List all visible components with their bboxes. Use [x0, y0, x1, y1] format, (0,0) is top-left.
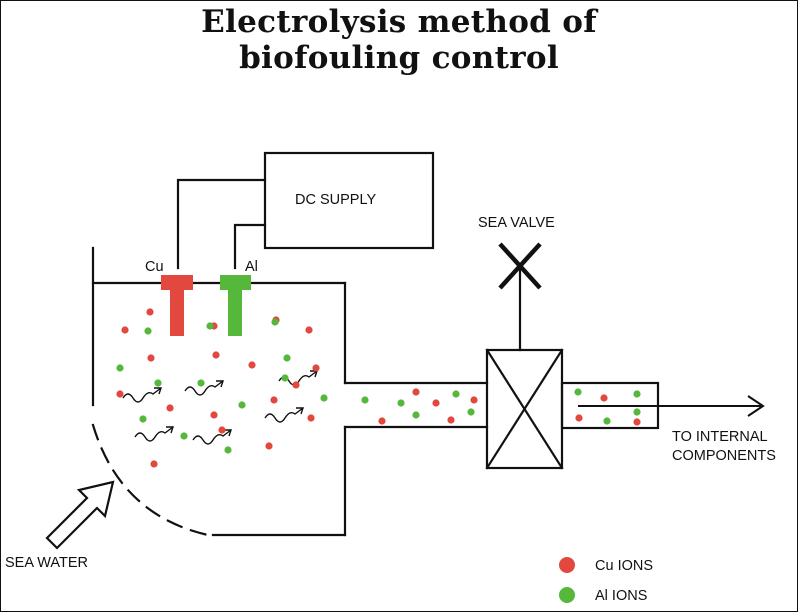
cu-ion-dot [470, 396, 478, 404]
cu-ion-dot [265, 442, 273, 450]
flow-arrow-icon [122, 387, 162, 403]
sea-water-label: SEA WATER [5, 555, 88, 571]
flow-arrow-icon [134, 426, 174, 442]
al-ion-dot [116, 364, 124, 372]
dc-supply-label: DC SUPPLY [295, 192, 376, 208]
flow-arrow-icon [184, 380, 224, 396]
cu-ion-dot [270, 396, 278, 404]
legend-cu-swatch [559, 557, 575, 573]
cu-electrode [161, 275, 193, 336]
al-ion-dot [467, 408, 475, 416]
al-ion-dot [139, 415, 147, 423]
al-ion-dot [206, 322, 214, 330]
al-wire [233, 223, 267, 270]
al-ion-dot [224, 446, 232, 454]
legend-al-label: Al IONS [595, 588, 647, 604]
cu-ion-dot [218, 426, 226, 434]
legend-al-swatch [559, 587, 575, 603]
cu-ion-dot [146, 308, 154, 316]
cu-electrode-label: Cu [145, 259, 164, 275]
al-ion-dot [320, 394, 328, 402]
hull-opening-dashed [91, 423, 210, 537]
al-ion-dot [633, 408, 641, 416]
dc-supply-box [263, 151, 435, 250]
to-internal-label-line1: TO INTERNAL [672, 429, 768, 445]
valve-cross-icon [498, 242, 542, 290]
al-electrode-label: Al [245, 259, 258, 275]
diagram-title-line1: Electrolysis method of [201, 4, 597, 40]
cu-ion-dot [378, 417, 386, 425]
cu-ion-dot [150, 460, 158, 468]
cu-wire [176, 178, 267, 270]
al-ion-dot [603, 417, 611, 425]
cu-ion-dot [212, 351, 220, 359]
al-ion-dot [633, 390, 641, 398]
cu-ion-dot [575, 414, 583, 422]
al-ion-dot [144, 327, 152, 335]
sea-valve-label: SEA VALVE [478, 215, 555, 231]
valve-cross-line-2 [485, 348, 564, 470]
al-ion-dot [197, 379, 205, 387]
cu-ion-dot [312, 364, 320, 372]
cu-ion-dot [248, 361, 256, 369]
cu-ion-dot [147, 354, 155, 362]
to-internal-label-line2: COMPONENTS [672, 448, 776, 464]
al-electrode [220, 275, 251, 336]
cu-ion-dot [121, 326, 129, 334]
flow-arrow-icon [264, 407, 304, 423]
al-ion-dot [180, 432, 188, 440]
arrow-right-icon [578, 395, 765, 417]
cu-ion-dot [447, 416, 455, 424]
flow-arrow-icon [192, 429, 232, 445]
cu-ion-dot [305, 326, 313, 334]
cu-ion-dot [292, 381, 300, 389]
cu-ion-dot [600, 394, 608, 402]
al-ion-dot [154, 379, 162, 387]
al-ion-dot [361, 396, 369, 404]
al-ion-dot [271, 318, 279, 326]
al-ion-dot [452, 390, 460, 398]
cu-ion-dot [412, 388, 420, 396]
cu-ion-dot [166, 404, 174, 412]
al-ion-dot [574, 388, 582, 396]
diagram-title-line2: biofouling control [239, 40, 559, 76]
al-ion-dot [283, 354, 291, 362]
cu-ion-dot [633, 418, 641, 426]
cu-ion-dot [307, 414, 315, 422]
hollow-arrow-icon [45, 480, 115, 550]
cu-ion-dot [432, 399, 440, 407]
cu-ion-dot [116, 390, 124, 398]
legend: Cu IONS Al IONS [559, 557, 653, 604]
al-ion-dot [281, 374, 289, 382]
legend-cu-label: Cu IONS [595, 558, 653, 574]
al-ion-dot [238, 401, 246, 409]
ion-particles [116, 308, 641, 468]
al-ion-dot [397, 399, 405, 407]
cu-ion-dot [210, 411, 218, 419]
al-ion-dot [412, 411, 420, 419]
